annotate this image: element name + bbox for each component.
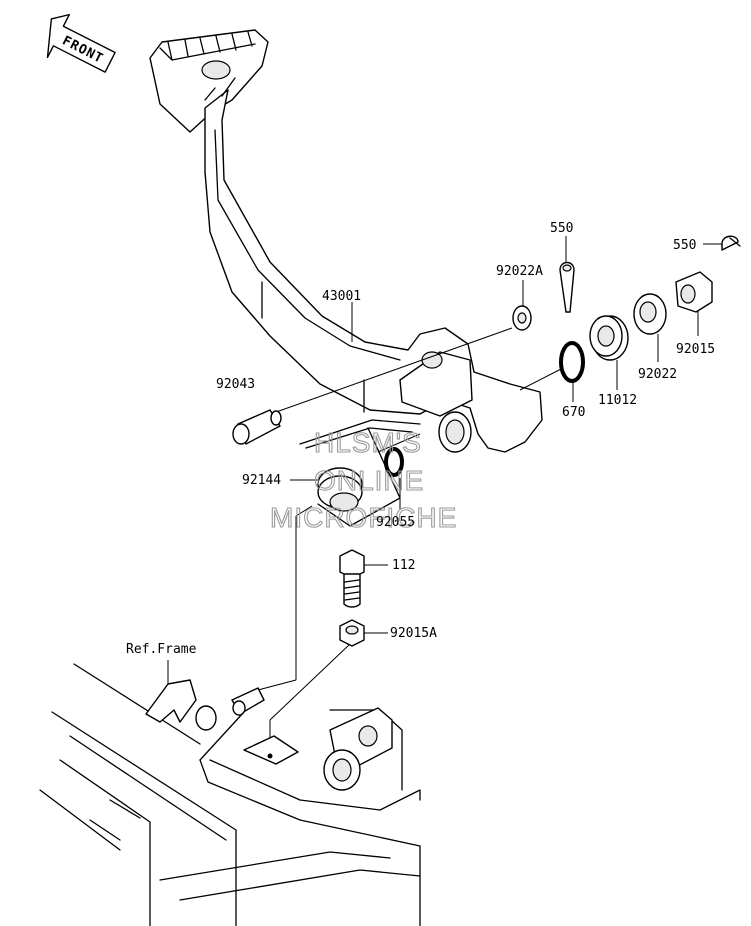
nut-92015[interactable] xyxy=(675,271,713,313)
label-112[interactable]: 112 xyxy=(392,558,415,573)
label-43001[interactable]: 43001 xyxy=(322,289,361,304)
label-670[interactable]: 670 xyxy=(562,405,585,420)
washer-92022A[interactable] xyxy=(512,305,532,331)
label-92144[interactable]: 92144 xyxy=(242,473,281,488)
cotter-pin-550-b[interactable] xyxy=(721,235,741,251)
label-92055[interactable]: 92055 xyxy=(376,515,415,530)
label-11012[interactable]: 11012 xyxy=(598,393,637,408)
label-550-b[interactable]: 550 xyxy=(673,238,696,253)
label-550-a[interactable]: 550 xyxy=(550,221,573,236)
watermark-line-2: ONLINE xyxy=(314,465,424,496)
frame xyxy=(39,663,421,926)
label-92015[interactable]: 92015 xyxy=(676,342,715,357)
cotter-pin-550-a[interactable] xyxy=(559,261,575,313)
bolt-112[interactable] xyxy=(339,549,365,608)
label-92022A[interactable]: 92022A xyxy=(496,264,543,279)
watermark-line-3: MICROFICHE xyxy=(270,502,457,533)
leader-lines xyxy=(167,236,722,748)
o-ring-670[interactable] xyxy=(559,341,585,383)
label-92043[interactable]: 92043 xyxy=(216,377,255,392)
o-ring-92055[interactable] xyxy=(384,447,404,477)
washer-92022[interactable] xyxy=(633,293,667,335)
part-labels: 43001 92043 92022A 550 550 670 11012 920… xyxy=(126,221,715,657)
label-92022[interactable]: 92022 xyxy=(638,367,677,382)
front-direction-arrow: FRONT xyxy=(46,13,116,73)
seal-11012[interactable] xyxy=(589,315,629,361)
watermark-line-1: HLSM'S xyxy=(314,427,422,458)
nut-92015A[interactable] xyxy=(339,619,365,647)
spring-92144[interactable] xyxy=(299,419,421,527)
label-92015A[interactable]: 92015A xyxy=(390,626,437,641)
watermark: HLSM'S ONLINE MICROFICHE xyxy=(269,426,457,533)
pin-92043[interactable] xyxy=(232,409,282,445)
brake-pedal-43001[interactable] xyxy=(149,29,543,453)
label-ref-frame: Ref.Frame xyxy=(126,642,197,657)
